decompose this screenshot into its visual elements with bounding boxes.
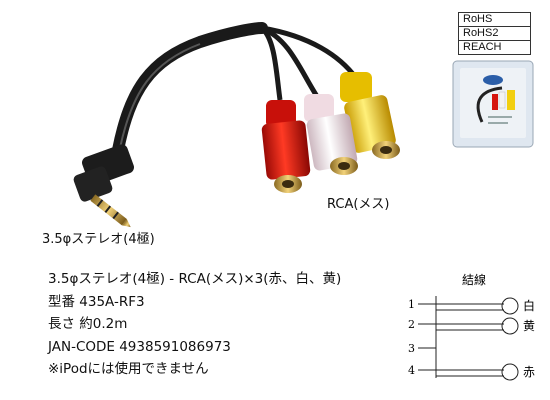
output-red: 赤 [523,365,535,379]
spec-title: 3.5φステレオ(4極) - RCA(メス)×3(赤、白、黄) [48,271,342,287]
stereo-plug [73,144,134,228]
product-photo [73,22,400,228]
pin-1: 1 [408,298,415,311]
rca-label: RCA(メス) [327,197,390,212]
cable [112,22,268,156]
rca-white-connector [304,94,358,175]
spec-block: 3.5φステレオ(4極) - RCA(メス)×3(赤、白、黄) 型番 435A-… [48,268,341,381]
pin-4: 4 [408,364,415,377]
package-thumbnail [452,60,534,148]
spec-model: 型番 435A-RF3 [48,293,145,310]
spec-jan: JAN-CODE 4938591086973 [48,338,231,355]
rca-red-connector [261,100,311,193]
wiring-diagram: 結線 1 2 3 4 白 黄 赤 [408,272,535,381]
compliance-rohs2: RoHS2 [459,27,530,41]
rca-yellow-connector [340,72,400,159]
pin-2: 2 [408,318,415,331]
compliance-reach: REACH [463,41,502,53]
compliance-table: RoHS RoHS2 REACH [458,12,531,55]
output-yellow: 黄 [523,319,535,333]
pin-3: 3 [408,342,415,355]
compliance-rohs: RoHS [459,13,530,27]
output-white: 白 [523,298,535,313]
spec-note: ※iPodには使用できません [48,361,209,377]
plug-label: 3.5φステレオ(4極) [42,232,155,247]
spec-length: 長さ 約0.2m [48,316,128,332]
wiring-title: 結線 [462,272,486,287]
